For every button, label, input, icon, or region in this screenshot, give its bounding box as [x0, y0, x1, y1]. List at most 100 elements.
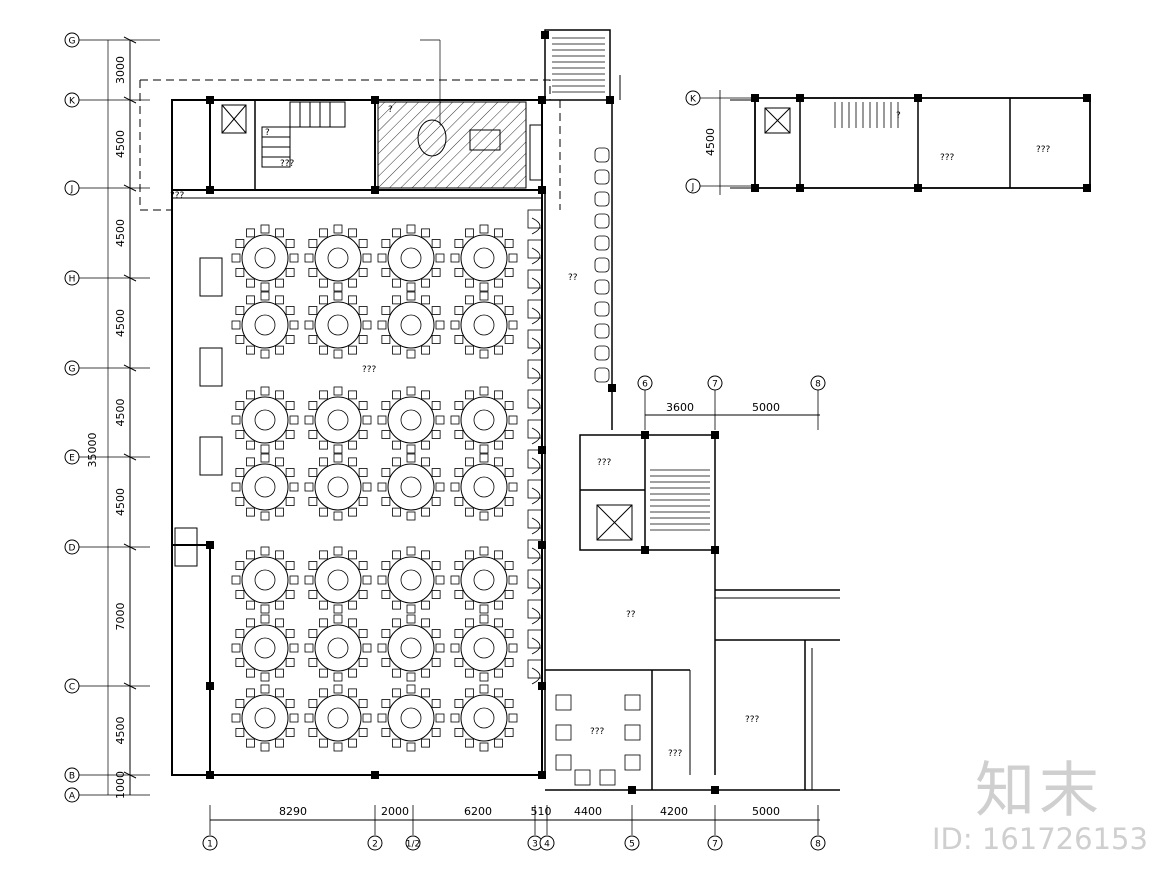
- room-label: ?: [388, 105, 393, 115]
- round-table: [304, 546, 372, 614]
- structural-column: [538, 682, 546, 690]
- col-dimension: 4400: [574, 805, 602, 818]
- room-label: ??: [568, 273, 578, 283]
- plan-content: GKJHGEDCBA300045004500450045004500700045…: [64, 31, 1091, 851]
- row-dimension: 1000: [114, 771, 127, 799]
- round-table: [231, 614, 299, 682]
- north-stair: [261, 101, 346, 168]
- stair-dimension: 5000: [752, 401, 780, 414]
- structural-column: [641, 546, 649, 554]
- structural-column: [538, 771, 546, 779]
- round-table: [304, 224, 372, 292]
- row-dimension: 4500: [114, 488, 127, 516]
- structural-column: [914, 94, 922, 102]
- structural-column: [796, 184, 804, 192]
- room-label: ???: [170, 191, 185, 201]
- row-dimension: 4500: [114, 130, 127, 158]
- structural-column: [206, 96, 214, 104]
- structural-column: [371, 96, 379, 104]
- col-dimension: 8290: [279, 805, 307, 818]
- structural-column: [1083, 184, 1091, 192]
- top-right-stair: [544, 29, 611, 101]
- restroom-hatch: [377, 101, 527, 189]
- dashed-outline: [139, 79, 551, 211]
- total-dimension: 35000: [86, 433, 99, 468]
- col-axis-1: 2: [372, 840, 378, 850]
- row-dimension: 4500: [114, 309, 127, 337]
- row-axis-c-circle: [64, 678, 80, 694]
- row-axis-d: D: [69, 544, 76, 554]
- col-axis-4: 4: [544, 840, 550, 850]
- row-dimension: 4500: [114, 219, 127, 247]
- structural-column: [206, 541, 214, 549]
- round-table: [304, 684, 372, 752]
- room-label: ???: [597, 458, 612, 468]
- structural-column: [641, 431, 649, 439]
- round-table: [450, 546, 518, 614]
- structural-column: [711, 431, 719, 439]
- structural-column: [1083, 94, 1091, 102]
- room-label: ???: [590, 727, 605, 737]
- round-table: [450, 684, 518, 752]
- watermark-id: ID: 161726153: [932, 822, 1148, 856]
- row-axis-h-circle: [64, 270, 80, 286]
- col-axis-4-circle: [539, 835, 555, 851]
- row-axis-a: A: [69, 792, 76, 802]
- col-axis-0-circle: [202, 835, 218, 851]
- row-axis-g-circle: [64, 32, 80, 48]
- annex-dimension: 4500: [704, 128, 717, 156]
- row-axis-j-circle: [64, 180, 80, 196]
- round-table: [450, 453, 518, 521]
- structural-column: [914, 184, 922, 192]
- round-table: [231, 291, 299, 359]
- row-axis-k-circle: [64, 92, 80, 108]
- watermark-logo: 知末: [975, 756, 1103, 826]
- structural-column: [711, 546, 719, 554]
- row-axis-b: B: [69, 772, 75, 782]
- structural-column: [538, 186, 546, 194]
- structural-column: [206, 682, 214, 690]
- stair-dimension: 3600: [666, 401, 694, 414]
- structural-column: [541, 31, 549, 39]
- round-table: [304, 386, 372, 454]
- col-axis-6-circle: [707, 835, 723, 851]
- room-label: ???: [668, 749, 683, 759]
- round-table: [377, 224, 445, 292]
- col-dimension: 510: [531, 805, 552, 818]
- row-axis-g: G: [69, 365, 76, 375]
- structural-column: [711, 786, 719, 794]
- room-label: ???: [362, 365, 377, 375]
- col-axis-7: 8: [815, 840, 821, 850]
- room-label: ???: [745, 715, 760, 725]
- elevator-shaft: [221, 104, 247, 134]
- round-table: [231, 453, 299, 521]
- row-axis-g-circle: [64, 360, 80, 376]
- room-label: ?: [265, 128, 270, 138]
- structural-column: [628, 786, 636, 794]
- room-label: ???: [1036, 145, 1051, 155]
- col-axis-0: 1: [207, 840, 213, 850]
- round-table: [231, 546, 299, 614]
- round-table: [231, 684, 299, 752]
- row-axis-c: C: [69, 683, 75, 693]
- stair-axis-7: 7: [712, 380, 718, 390]
- row-axis-d-circle: [64, 539, 80, 555]
- row-dimension: 4500: [114, 717, 127, 745]
- stair-axis-8: 8: [815, 380, 821, 390]
- annex-axis-k: K: [690, 95, 697, 105]
- row-dimension: 7000: [114, 603, 127, 631]
- row-axis-a-circle: [64, 787, 80, 803]
- col-axis-3: 3: [532, 840, 538, 850]
- round-table: [377, 386, 445, 454]
- room-label: ???: [940, 153, 955, 163]
- round-table: [377, 614, 445, 682]
- central-stair-block: [579, 434, 716, 551]
- col-dimension: 4200: [660, 805, 688, 818]
- col-axis-2-circle: [405, 835, 421, 851]
- round-table: [304, 291, 372, 359]
- plan-structure: [107, 29, 1091, 821]
- annex-axis-j: J: [691, 183, 695, 193]
- round-table: [304, 614, 372, 682]
- col-axis-5-circle: [624, 835, 640, 851]
